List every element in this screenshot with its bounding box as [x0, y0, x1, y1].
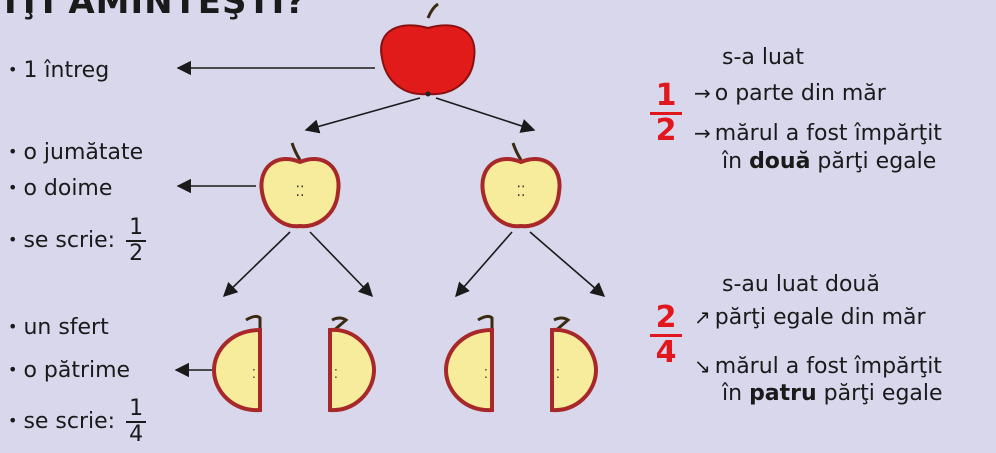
- right-bottom-line-2: ↗părţi egale din măr: [694, 305, 926, 330]
- right-top-line-4: în două părţi egale: [722, 149, 937, 174]
- svg-text:⁚: ⁚: [556, 367, 560, 381]
- right-bottom-line-1: s-au luat două: [722, 272, 880, 297]
- right-top-line-2: →o parte din măr: [694, 81, 886, 106]
- page-title: IŢI AMINTEŞTI?: [4, 0, 307, 22]
- svg-text:⁚⁚: ⁚⁚: [517, 184, 526, 200]
- label-quarter-write: •se scrie: 1 4: [8, 397, 147, 447]
- label-quarter-1: •un sfert: [8, 315, 109, 340]
- right-top-line-1: s-a luat: [722, 45, 805, 70]
- right-bottom-line-4: în patru părţi egale: [722, 381, 943, 406]
- quarter-apple-2-icon: ⁚: [328, 316, 377, 413]
- fraction-red-two-quarters: 2 4: [650, 302, 682, 369]
- half-apple-right-icon: ⁚⁚: [480, 142, 562, 229]
- right-bottom-line-3: ↘mărul a fost împărţit: [694, 354, 942, 379]
- svg-text:⁚: ⁚: [484, 367, 488, 381]
- label-quarter-2: •o pătrime: [8, 358, 131, 383]
- fraction-red-one-half: 1 2: [650, 80, 682, 147]
- label-whole: •1 întreg: [8, 58, 110, 83]
- quarter-apple-1-icon: ⁚: [211, 314, 262, 413]
- right-top-line-3: →mărul a fost împărţit: [694, 121, 942, 146]
- quarter-apple-3-icon: ⁚: [443, 314, 494, 413]
- fraction-one-quarter: 1 4: [126, 397, 147, 447]
- label-half-2: •o doime: [8, 176, 113, 201]
- tree-arrows: [174, 60, 606, 378]
- whole-apple-icon: [380, 2, 476, 97]
- quarter-apple-4-icon: ⁚: [550, 316, 599, 413]
- fraction-one-half: 1 2: [126, 216, 147, 266]
- half-apple-left-icon: ⁚⁚: [259, 142, 341, 229]
- label-half-1: •o jumătate: [8, 140, 144, 165]
- svg-text:⁚: ⁚: [334, 367, 338, 381]
- svg-text:⁚⁚: ⁚⁚: [296, 184, 305, 200]
- label-half-write: •se scrie: 1 2: [8, 216, 147, 266]
- svg-text:⁚: ⁚: [252, 367, 256, 381]
